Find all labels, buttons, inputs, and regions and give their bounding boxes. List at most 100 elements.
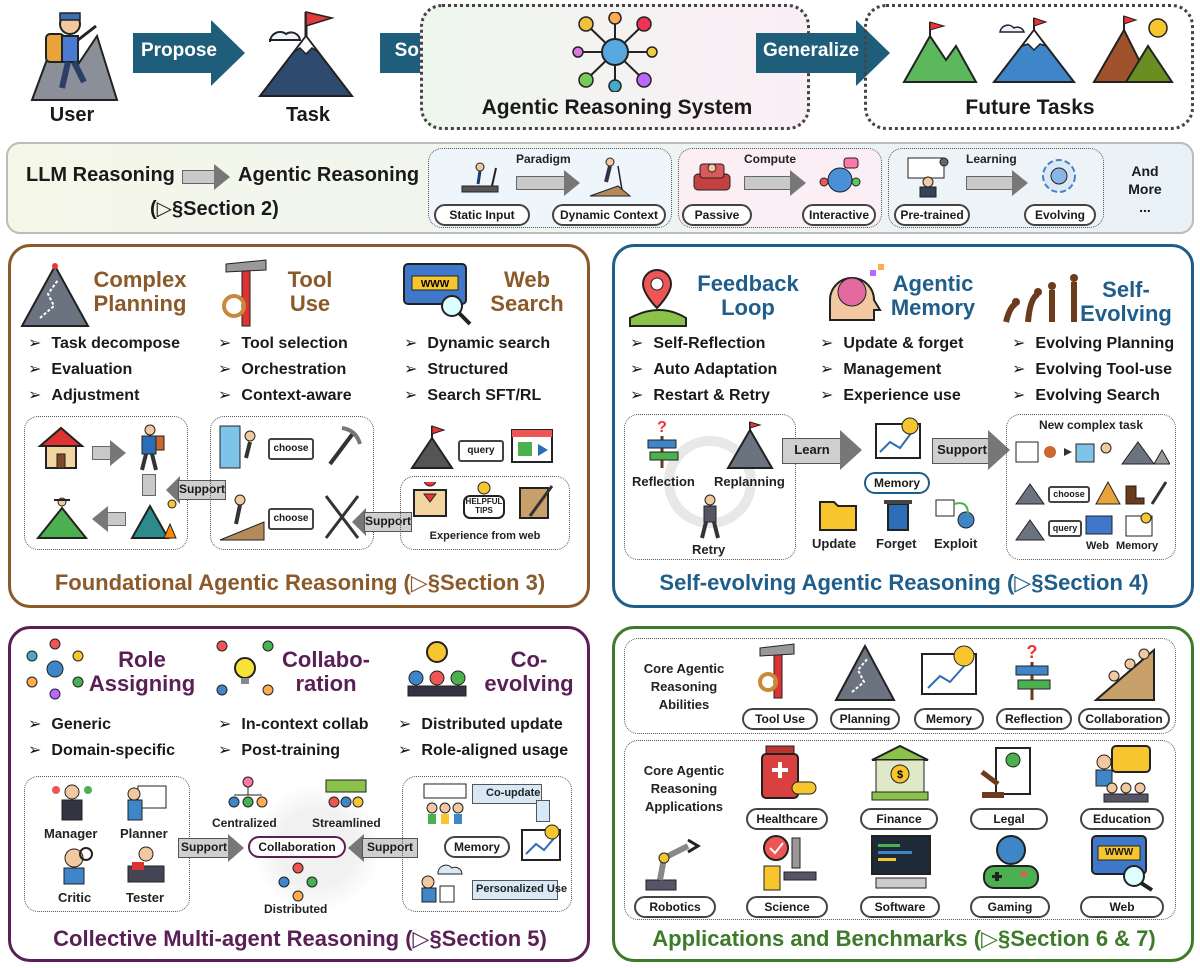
head-brain-icon (818, 262, 888, 330)
plan-arrow-right (92, 440, 126, 466)
critic-icon (52, 844, 96, 886)
coupdate-label: Co-update (486, 787, 541, 799)
app-tag-education: Education (1080, 808, 1164, 830)
propose-arrow: Propose (133, 20, 245, 86)
sofa-icon (690, 160, 734, 196)
retry-label: Retry (692, 542, 726, 557)
helpful-tips-label: HELPFUL TIPS (465, 497, 503, 515)
svg-text:?: ? (657, 419, 667, 436)
reflection-label: Reflection (632, 474, 695, 489)
ability-tag-reflection: Reflection (996, 708, 1072, 730)
self-evolving-title: Self- Evolving (1080, 277, 1172, 326)
treasure-map-icon (410, 482, 450, 522)
web-bullets: Dynamic search Structured Search SFT/RL (404, 331, 550, 409)
experience-web-box (400, 476, 570, 550)
bullet-item: Generic (28, 712, 175, 738)
memory-mini-label: Memory (1116, 540, 1159, 552)
healthcare-icon (754, 742, 818, 804)
manager-icon (50, 782, 94, 822)
bullet-item: In-context collab (218, 712, 368, 738)
bullet-item: Domain-specific (28, 738, 175, 764)
foundational-footer: Foundational Agentic Reasoning (▷§Sectio… (54, 570, 546, 595)
streamlined-label: Streamlined (312, 816, 381, 830)
plan-arrow-left (92, 506, 126, 532)
finance-icon: $ (868, 742, 932, 804)
learn-label: Learn (794, 442, 830, 457)
teacher-icon (904, 156, 952, 198)
future-tasks-box (864, 4, 1194, 130)
planning-bullets: Task decompose Evaluation Adjustment (28, 331, 180, 409)
forget-label: Forget (876, 536, 917, 551)
location-pin-icon (624, 264, 690, 328)
bullet-item: Evolving Tool-use (1012, 357, 1174, 383)
role-bullets: Generic Domain-specific (28, 712, 175, 764)
coevolve-example-box (402, 776, 572, 912)
bullet-item: Update & forget (820, 331, 963, 357)
bullet-item: Dynamic search (404, 331, 550, 357)
agentic-system-label: Agentic Reasoning System (481, 96, 753, 119)
generalize-label: Generalize (762, 40, 860, 61)
robotics-icon (640, 832, 708, 892)
manager-label: Manager (44, 826, 98, 841)
climber-wall-icon (218, 424, 266, 470)
app-tag-robotics: Robotics (634, 896, 716, 918)
hiker-slope-icon (218, 492, 266, 542)
svg-text:WWW: WWW (421, 279, 450, 290)
task-query-row (1014, 514, 1048, 542)
planner-icon (124, 782, 168, 822)
evolving-tag: Evolving (1024, 204, 1096, 226)
bullet-item: Evolving Planning (1012, 331, 1174, 357)
selfevolving-panel (612, 244, 1194, 608)
svg-text:$: $ (897, 769, 903, 781)
support-label: Support (367, 840, 413, 854)
memory-tag-multi: Memory (444, 836, 510, 858)
mountain-green-icon (900, 20, 980, 86)
tester-icon (124, 844, 168, 886)
memory-ability-icon (918, 642, 980, 702)
applications-footer: Applications and Benchmarks (▷§Section 6… (652, 926, 1156, 951)
task-choose-row (1014, 478, 1048, 506)
abilities-box (624, 638, 1176, 734)
exploit-label: Exploit (934, 536, 978, 551)
new-task-box (1006, 414, 1176, 560)
applications-panel (612, 626, 1194, 962)
user-cloud-icon (418, 862, 468, 906)
choose-tag-new: choose (1048, 486, 1090, 503)
pickaxe-icon (320, 424, 364, 470)
bullet-item: Evolving Search (1012, 383, 1174, 409)
campfire-tent-icon (128, 494, 180, 542)
learning-arrow (966, 170, 1028, 196)
hiker-icon (588, 156, 632, 198)
mountain-path-icon (20, 258, 90, 328)
task-label: Task (285, 104, 331, 126)
app-tag-finance: Finance (860, 808, 938, 830)
multiagent-panel (8, 626, 590, 962)
tester-label: Tester (126, 890, 165, 905)
network-hub-icon (572, 12, 658, 92)
choose-tag-1: choose (268, 438, 314, 460)
collaboration-ability-icon (1094, 642, 1156, 702)
app-tag-legal: Legal (970, 808, 1048, 830)
agentic-reasoning-label: Agentic Reasoning (238, 164, 420, 186)
evolve-bullets: Evolving Planning Evolving Tool-use Evol… (1012, 331, 1174, 409)
bullet-item: Self-Reflection (630, 331, 777, 357)
education-icon (1090, 742, 1154, 804)
web-mini-label: Web (1086, 540, 1110, 552)
signpost-question-icon: ? (640, 418, 686, 470)
propose-label: Propose (140, 40, 218, 61)
paradigm-arrow (516, 170, 580, 196)
memory-board-icon (518, 822, 564, 868)
bullet-item: Distributed update (398, 712, 568, 738)
feedback-example-box (624, 414, 796, 560)
brain-evolve-icon (1036, 154, 1082, 198)
tool-use-title: Tool Use (287, 267, 333, 316)
app-tag-gaming: Gaming (970, 896, 1050, 918)
mountain-flag-icon (256, 8, 360, 100)
task-sequence-icon (1014, 436, 1170, 468)
coupdate-arrow-down (536, 800, 550, 822)
bullet-item: Orchestration (218, 357, 352, 383)
ability-tag-planning: Planning (830, 708, 900, 730)
tool-use-ability-icon (752, 642, 802, 702)
notebook-pen-icon (516, 482, 556, 522)
support-label: Support (937, 442, 987, 457)
